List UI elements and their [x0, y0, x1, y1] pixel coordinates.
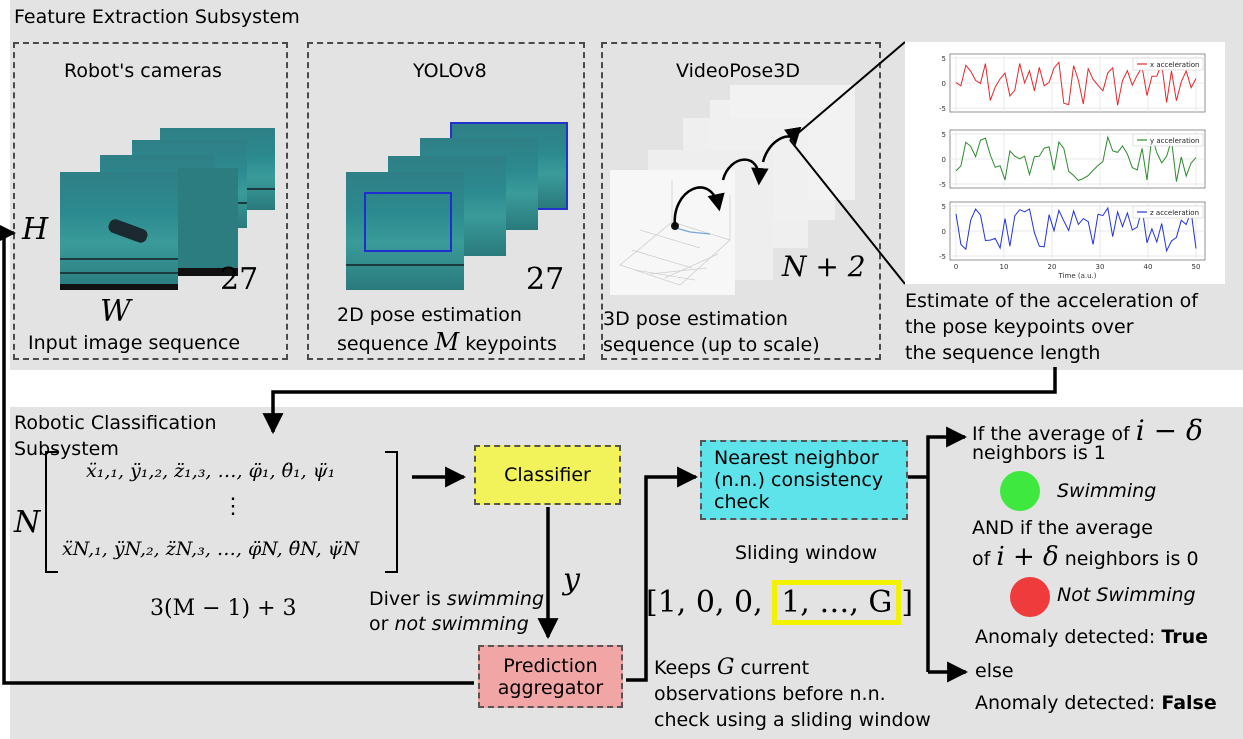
keeps-line3: check using a sliding window: [654, 709, 931, 731]
yolo-frame-front: [346, 172, 464, 290]
yolo-caption-line2: sequence M keypoints: [337, 328, 557, 356]
sliding-window-title: Sliding window: [735, 542, 878, 564]
keeps-line1: Keeps G current: [654, 655, 810, 680]
accel-ytick-2-1: 0: [942, 228, 946, 236]
if-line2: neighbors is 1: [972, 442, 1106, 464]
classification-title-line2: Subsystem: [14, 438, 119, 460]
accel-caption-line3: the sequence length: [905, 342, 1101, 364]
nn-consistency-node: Nearest neighbor (n.n.) consistency chec…: [700, 440, 908, 520]
yolo-block: [307, 42, 585, 360]
videopose-block: [601, 42, 881, 360]
camera-frame-back-1: [178, 168, 238, 276]
accel-legend-box-1: [1132, 133, 1204, 147]
and-line2: of i + δ neighbors is 0: [972, 542, 1199, 572]
matrix-row-n: ẍN,₁, ÿN,₂, z̈N,₃, …, φ̈N, θ̈N, ψ̈N: [62, 538, 360, 560]
anomaly-false-line: Anomaly detected: False: [975, 692, 1217, 714]
not-swimming-label: Not Swimming: [1057, 584, 1196, 606]
videopose-title: VideoPose3D: [676, 60, 800, 82]
prediction-aggregator-node: Prediction aggregator: [478, 645, 623, 708]
anomaly-true-line: Anomaly detected: True: [975, 626, 1209, 648]
accel-ytick-0-0: 5: [942, 55, 946, 63]
sliding-window-box: 1, …, G: [772, 580, 902, 625]
matrix-dimension: 3(M − 1) + 3: [150, 596, 297, 621]
accel-xlabel: Time (a.u.): [1058, 272, 1097, 280]
zoom-lines: [789, 41, 906, 285]
matrix-row-1: ẍ₁,₁, ÿ₁,₂, z̈₁,₃, …, φ̈₁, θ̈₁, ψ̈₁: [86, 460, 336, 482]
trajectory-arrows-icon: [671, 126, 802, 230]
accel-legend-label-1: y acceleration: [1150, 137, 1200, 145]
accel-ytick-1-1: 0: [942, 156, 946, 164]
cameras-title: Robot's cameras: [64, 60, 222, 82]
camera-frame-count: 27: [220, 262, 259, 297]
matrix-vdots: ⋮: [222, 494, 244, 519]
pose3d-frame-front: [610, 170, 735, 295]
yolo-frame-count: 27: [526, 262, 565, 297]
accel-xtick-0: 0: [954, 263, 958, 271]
height-label: H: [22, 212, 49, 247]
accel-ytick-1-2: -5: [939, 181, 946, 189]
if-line1: If the average of i − δ: [972, 414, 1203, 447]
cameras-block: [13, 42, 288, 360]
videopose-caption-line1: 3D pose estimation: [603, 308, 788, 330]
diver-state-line2: or not swimming: [369, 613, 529, 635]
yolo-caption-line1: 2D pose estimation: [337, 304, 522, 326]
camera-frame-front: [60, 172, 178, 290]
keeps-line2: observations before n.n.: [654, 683, 886, 705]
width-label: W: [100, 294, 131, 329]
matrix-n-label: N: [14, 505, 41, 540]
swimming-indicator: [1000, 471, 1040, 511]
accel-legend-label-2: z acceleration: [1150, 209, 1199, 217]
and-line1: AND if the average: [972, 517, 1153, 539]
pose3d-grid-icon: [619, 180, 731, 286]
accel-ytick-2-0: 5: [942, 203, 946, 211]
yolo-title: YOLOv8: [413, 60, 487, 82]
accel-ytick-1-0: 5: [942, 131, 946, 139]
accel-xtick-4: 40: [1144, 263, 1153, 271]
cameras-caption: Input image sequence: [28, 332, 241, 354]
accel-series-line-0: [955, 61, 1197, 106]
accel-legend-box-0: [1132, 57, 1204, 71]
accel-series-line-2: [955, 206, 1197, 253]
not-swimming-indicator: [1010, 577, 1050, 617]
accel-ytick-0-1: 0: [942, 80, 946, 88]
swimming-label: Swimming: [1057, 480, 1157, 502]
accel-ytick-2-2: -5: [939, 253, 946, 261]
classification-title-line1: Robotic Classification: [14, 412, 217, 434]
y-label: y: [563, 562, 580, 597]
else-label: else: [975, 660, 1014, 682]
accel-caption-line1: Estimate of the acceleration of: [905, 290, 1198, 312]
accel-legend-box-2: [1132, 205, 1204, 219]
feature-extraction-title: Feature Extraction Subsystem: [14, 6, 300, 28]
accel-ytick-0-2: -5: [939, 105, 946, 113]
accel-xtick-3: 30: [1096, 263, 1105, 271]
classifier-node: Classifier: [474, 445, 621, 505]
accel-xtick-2: 20: [1048, 263, 1057, 271]
accel-series-line-1: [955, 135, 1197, 182]
accel-legend-label-0: x acceleration: [1150, 61, 1200, 69]
matrix-brackets: [45, 451, 398, 573]
diver-state-line1: Diver is swimming: [369, 588, 545, 610]
sliding-window-vector: [1, 0, 0, 1, …, G]: [646, 580, 913, 625]
classifier-label: Classifier: [504, 464, 591, 486]
pose3d-frame-count: N + 2: [782, 250, 866, 283]
accel-xtick-1: 10: [1000, 263, 1009, 271]
accel-xtick-5: 50: [1192, 263, 1201, 271]
accel-caption-line2: the pose keypoints over: [905, 316, 1134, 338]
videopose-caption-line2: sequence (up to scale): [603, 334, 820, 356]
